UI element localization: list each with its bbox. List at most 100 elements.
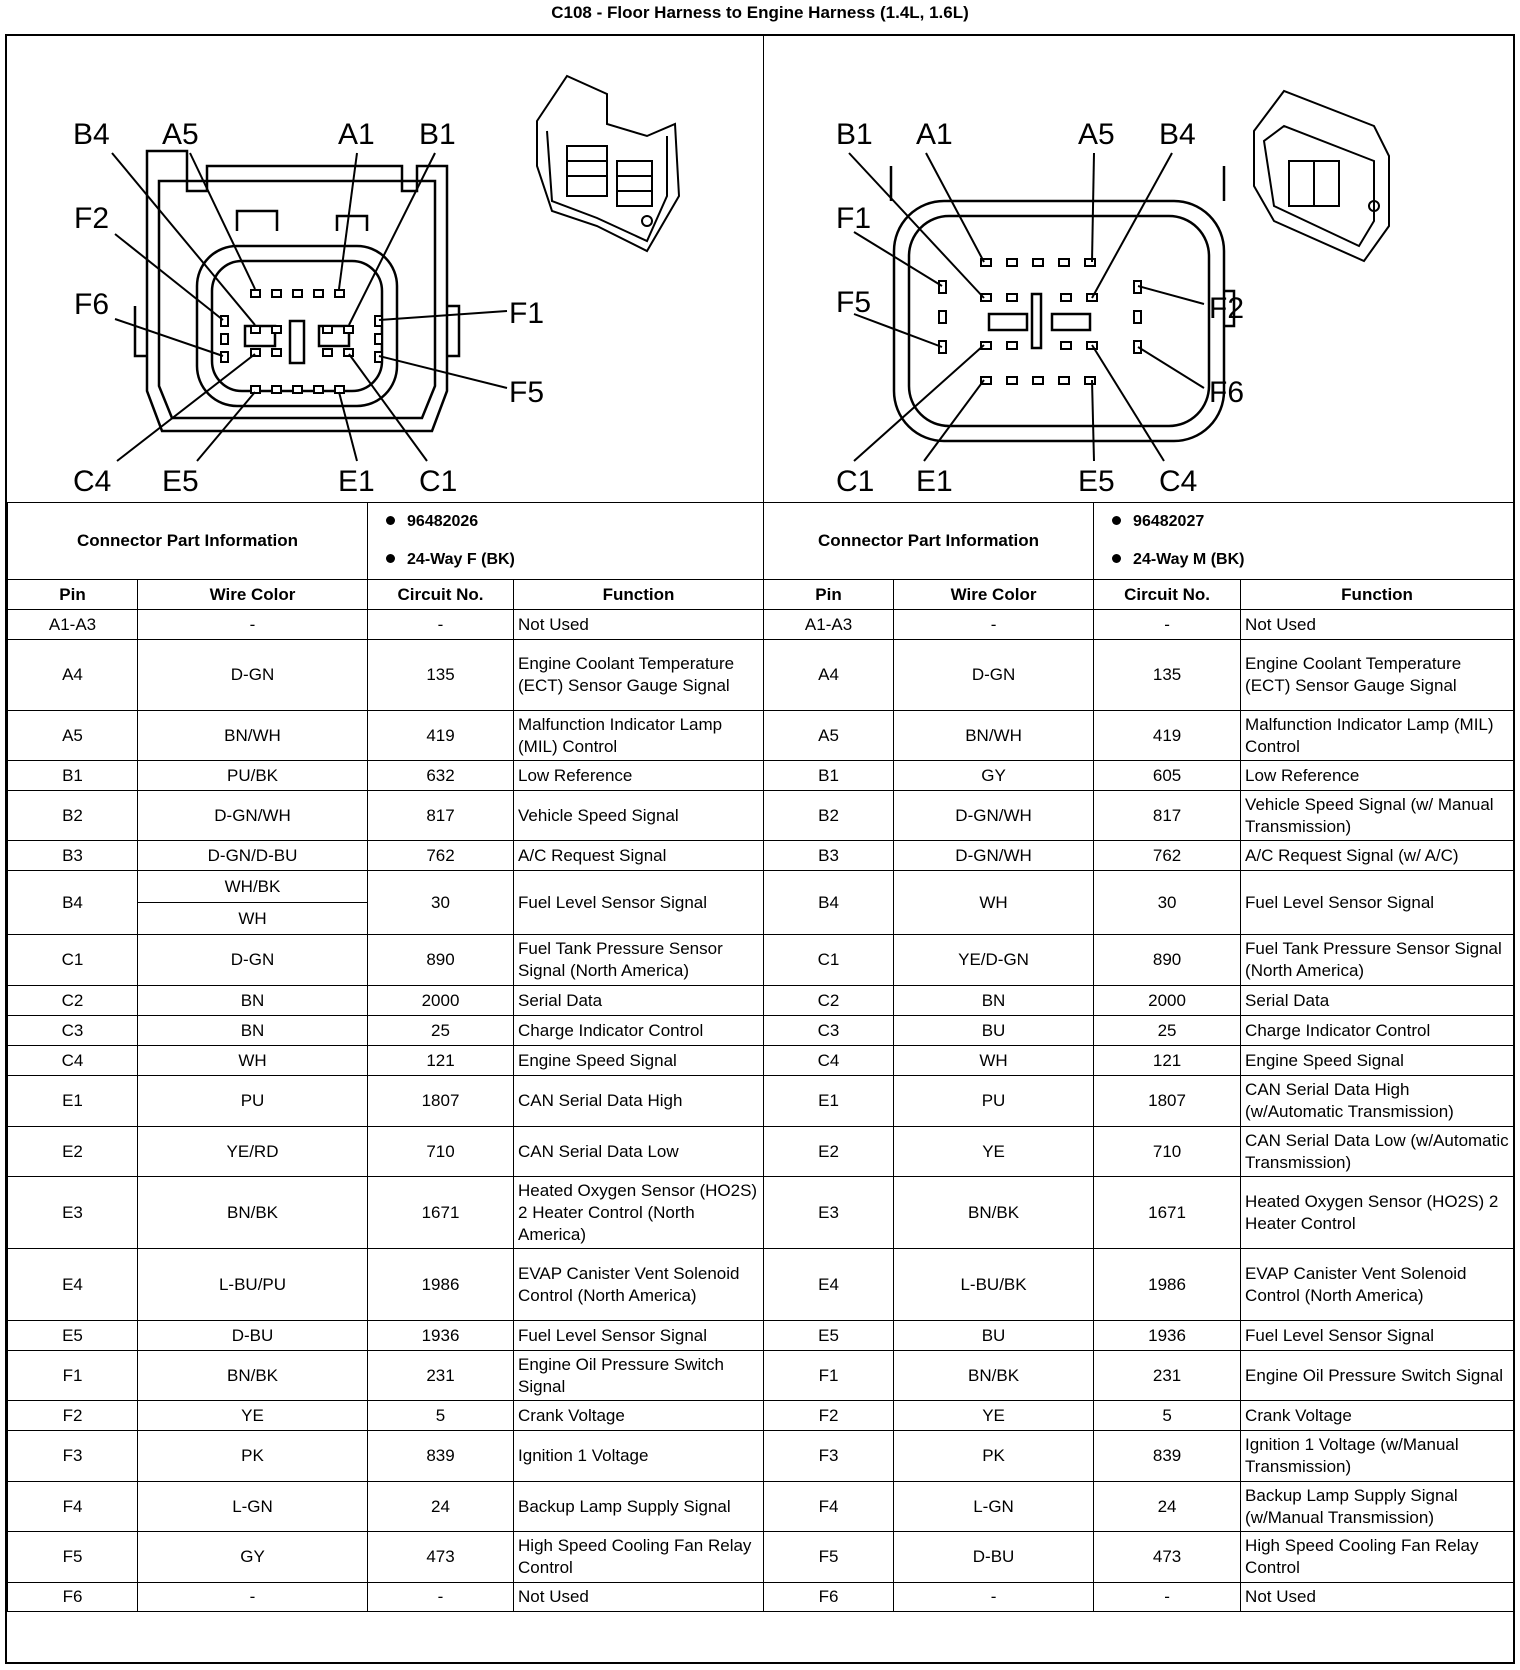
circuit-no-cell: 419	[367, 710, 515, 761]
function-cell: Engine Oil Pressure Switch Signal	[1240, 1350, 1515, 1401]
function-cell: Heated Oxygen Sensor (HO2S) 2 Heater Con…	[513, 1176, 765, 1249]
pin-cell: C3	[763, 1015, 895, 1046]
circuit-no-cell: 1936	[1093, 1320, 1242, 1351]
pinout-table-body: Connector Part Information 96482026 24-W…	[6, 502, 1515, 1612]
header-pin-left: Pin	[7, 579, 138, 610]
connector-part-info-label-left: Connector Part Information	[6, 502, 369, 580]
pin-label-e1: E1	[916, 465, 953, 498]
connector-part-info-right: 96482027 24-Way M (BK)	[1093, 502, 1515, 580]
circuit-no-cell: 605	[1093, 760, 1242, 791]
pin-cell: C1	[763, 934, 895, 986]
circuit-no-cell: 710	[1093, 1126, 1242, 1177]
function-cell: Fuel Tank Pressure Sensor Signal (North …	[513, 934, 765, 986]
header-function-right: Function	[1240, 579, 1515, 610]
wire-color-cell: GY	[893, 760, 1095, 791]
pin-cell: A4	[763, 639, 895, 711]
wire-color-cell: -	[136, 609, 369, 640]
connector-sheet: B4 A5 A1 B1 F2 F6 F1 F5 C4 E5 E1 C1	[5, 34, 1515, 1664]
wire-color-cell: BN	[136, 985, 369, 1016]
wire-color-cell: BN/WH	[136, 710, 369, 761]
circuit-no-cell: 1807	[367, 1075, 515, 1127]
circuit-no-cell: -	[367, 1582, 515, 1612]
wire-color-cell: BN/BK	[136, 1350, 369, 1401]
pin-cell: C2	[763, 985, 895, 1016]
pin-cell: F2	[763, 1400, 895, 1431]
connector-part-info-label-right: Connector Part Information	[763, 502, 1095, 580]
function-cell: Not Used	[1240, 1582, 1515, 1612]
pin-cell: A5	[7, 710, 138, 761]
pin-label-a1: A1	[338, 118, 375, 151]
circuit-no-cell: 890	[1093, 934, 1242, 986]
circuit-no-cell: 1936	[367, 1320, 515, 1351]
bullet-icon	[386, 554, 396, 563]
function-cell: Fuel Tank Pressure Sensor Signal (North …	[1240, 934, 1515, 986]
pin-cell: E3	[763, 1176, 895, 1249]
page-title: C108 - Floor Harness to Engine Harness (…	[551, 3, 969, 22]
pin-label-c1: C1	[419, 465, 457, 498]
wire-color-cell: D-GN	[136, 639, 369, 711]
pin-cell: F3	[763, 1430, 895, 1482]
pin-cell: F5	[7, 1531, 138, 1583]
connector-3d-icon	[536, 74, 681, 253]
function-cell: Heated Oxygen Sensor (HO2S) 2 Heater Con…	[1240, 1176, 1515, 1249]
function-cell: High Speed Cooling Fan Relay Control	[513, 1531, 765, 1583]
circuit-no-cell: 839	[367, 1430, 515, 1482]
pin-cell: F1	[763, 1350, 895, 1401]
wire-color-cell: D-GN/WH	[136, 790, 369, 841]
circuit-no-cell: 25	[367, 1015, 515, 1046]
function-cell: Low Reference	[513, 760, 765, 791]
connector-3d-icon	[1253, 89, 1390, 263]
pin-label-f6: F6	[74, 288, 109, 321]
pin-cell: E4	[763, 1248, 895, 1321]
part-number-left: 96482026	[407, 513, 479, 530]
circuit-no-cell: 24	[1093, 1481, 1242, 1532]
function-cell: Fuel Level Sensor Signal	[1240, 870, 1515, 935]
wire-color-cell: GY	[136, 1531, 369, 1583]
circuit-no-cell: 632	[367, 760, 515, 791]
function-cell: EVAP Canister Vent Solenoid Control (Nor…	[513, 1248, 765, 1321]
circuit-no-cell: 5	[367, 1400, 515, 1431]
wire-color-cell: D-GN	[893, 639, 1095, 711]
pin-label-b4: B4	[1159, 118, 1196, 151]
circuit-no-cell: 30	[1093, 870, 1242, 935]
part-number-right: 96482027	[1133, 513, 1205, 530]
diagram-divider	[763, 36, 764, 502]
pin-label-f2: F2	[1209, 292, 1244, 325]
connector-part-info-left: 96482026 24-Way F (BK)	[367, 502, 765, 580]
function-cell: Backup Lamp Supply Signal (w/Manual Tran…	[1240, 1481, 1515, 1532]
pin-label-f6: F6	[1209, 376, 1244, 409]
pin-cell: E1	[763, 1075, 895, 1127]
function-cell: Backup Lamp Supply Signal	[513, 1481, 765, 1532]
wire-color-cell: PU/BK	[136, 760, 369, 791]
pin-label-b1: B1	[419, 118, 456, 151]
pin-cell: F4	[7, 1481, 138, 1532]
function-cell: Engine Speed Signal	[513, 1045, 765, 1076]
pin-label-c4: C4	[73, 465, 111, 498]
pin-cell: E4	[7, 1248, 138, 1321]
function-cell: A/C Request Signal (w/ A/C)	[1240, 840, 1515, 871]
function-cell: Malfunction Indicator Lamp (MIL) Control	[513, 710, 765, 761]
circuit-no-cell: 817	[1093, 790, 1242, 841]
pin-cell: F4	[763, 1481, 895, 1532]
circuit-no-cell: 1986	[367, 1248, 515, 1321]
function-cell: Ignition 1 Voltage (w/Manual Transmissio…	[1240, 1430, 1515, 1482]
pin-cell: C4	[763, 1045, 895, 1076]
pin-cell: E1	[7, 1075, 138, 1127]
wire-color-cell: PU	[893, 1075, 1095, 1127]
circuit-no-cell: 135	[1093, 639, 1242, 711]
pin-cell: E2	[7, 1126, 138, 1177]
wire-color-cell: PU	[136, 1075, 369, 1127]
pin-cell: A5	[763, 710, 895, 761]
pin-cell: A4	[7, 639, 138, 711]
wire-color-cell: BN/BK	[893, 1176, 1095, 1249]
wire-color-cell: D-GN/WH	[893, 790, 1095, 841]
pin-cell: E5	[763, 1320, 895, 1351]
